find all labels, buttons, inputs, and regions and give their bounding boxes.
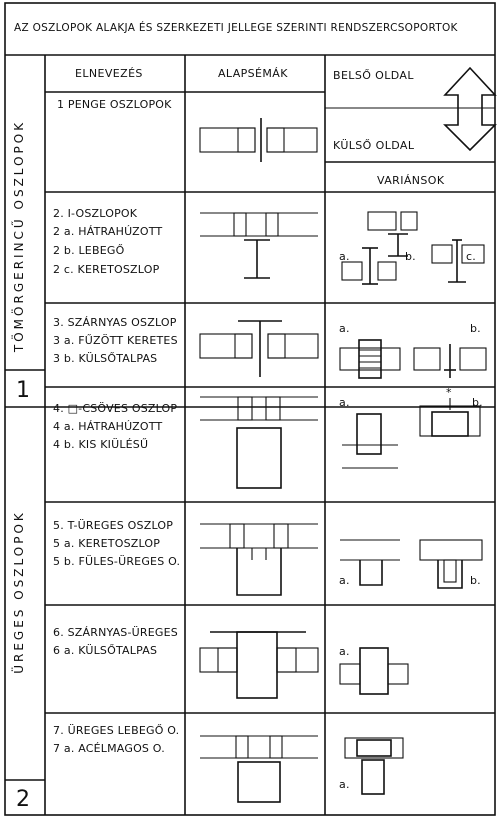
header-variants: VARIÁNSOK: [377, 174, 445, 187]
variant-label: b.: [470, 574, 481, 587]
variant-label: a.: [339, 645, 350, 658]
schema-winged-hollow-column: [199, 631, 319, 699]
row6-line2: 6 a. KÜLSŐTALPAS: [53, 644, 158, 657]
row4-line1: 4. □-CSÖVES OSZLOP: [53, 402, 178, 415]
group-label-hollow: ÜREGES OSZLOPOK: [12, 510, 26, 674]
row2-line2: 2 a. HÁTRAHÚZOTT: [53, 225, 163, 238]
row7-line2: 7 a. ACÉLMAGOS O.: [53, 742, 165, 755]
header-name: ELNEVEZÉS: [75, 67, 143, 80]
header-inner-side: BELSŐ OLDAL: [333, 69, 414, 82]
schema-hollow-floating-column: [200, 735, 318, 803]
schema-box-column: [200, 396, 318, 489]
group-number-1: 1: [16, 378, 30, 403]
header-outer-side: KÜLSŐ OLDAL: [333, 139, 415, 152]
row3-line1: 3. SZÁRNYAS OSZLOP: [53, 316, 177, 329]
schema-i-column: [200, 212, 318, 279]
row2-line1: 2. I-OSZLOPOK: [53, 207, 138, 220]
variants-winged-hollow-column: [339, 647, 409, 695]
row5-line3: 5 b. FÜLES-ÜREGES O.: [53, 555, 181, 568]
variant-label: b.: [472, 396, 483, 409]
schema-t-hollow-column: [200, 523, 318, 596]
variants-t-hollow-column: [340, 539, 483, 589]
variant-label: b.: [405, 250, 416, 263]
group-number-2: 2: [16, 787, 30, 812]
row1-line1: 1 PENGE OSZLOPOK: [57, 98, 172, 111]
row4-line3: 4 b. KIS KIÜLÉSŰ: [53, 438, 149, 451]
variants-i-column: [341, 211, 485, 285]
row3-line3: 3 b. KÜLSŐTALPAS: [53, 352, 158, 365]
schema-blade-column: [199, 118, 318, 162]
variant-label: a.: [339, 778, 350, 791]
variant-label: a.: [339, 250, 350, 263]
row2-line3: 2 b. LEBEGŐ: [53, 244, 125, 257]
outer-frame: [4, 2, 496, 816]
variant-label: a.: [339, 396, 350, 409]
row5-line2: 5 a. KERETOSZLOP: [53, 537, 161, 550]
page-title: AZ OSZLOPOK ALAKJA ÉS SZERKEZETI JELLEGE…: [14, 22, 458, 34]
row5-line1: 5. T-ÜREGES OSZLOP: [53, 519, 174, 532]
variant-label: a.: [339, 574, 350, 587]
row7-line1: 7. ÜREGES LEBEGŐ O.: [53, 724, 180, 737]
variants-winged-column: [339, 339, 487, 379]
variants-box-column: [342, 398, 481, 469]
variant-label: b.: [470, 322, 481, 335]
variant-label: c.: [466, 250, 476, 263]
row4-line2: 4 a. HÁTRAHÚZOTT: [53, 420, 163, 433]
row3-line2: 3 a. FŰZÖTT KERETES: [53, 334, 178, 347]
row2-line4: 2 c. KERETOSZLOP: [53, 263, 160, 276]
row6-line1: 6. SZÁRNYAS-ÜREGES: [53, 626, 178, 639]
group-label-solid: TÖMÖRGERINCŰ OSZLOPOK: [12, 119, 26, 353]
variant-label: a.: [339, 322, 350, 335]
variant-label: *: [446, 386, 452, 399]
header-schema: ALAPSÉMÁK: [218, 67, 288, 80]
schema-winged-column: [199, 320, 319, 377]
double-arrow-icon: [443, 66, 497, 152]
variants-hollow-floating-column: [344, 737, 404, 795]
